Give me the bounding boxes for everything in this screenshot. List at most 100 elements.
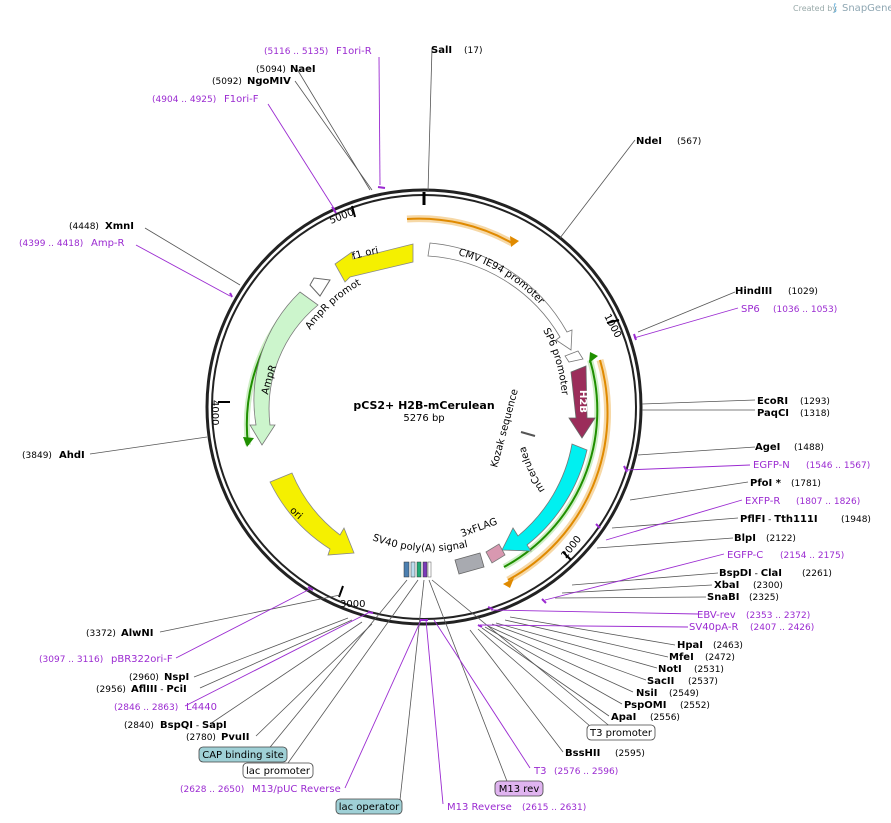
cap-binding-site-box[interactable]: [198, 746, 288, 763]
enzyme-ngomiv[interactable]: NgoMIV: [247, 76, 291, 87]
enzyme-hindiii-pos: (1029): [788, 287, 818, 297]
enzyme-agei[interactable]: AgeI: [755, 442, 780, 453]
enzyme-bspqi-group: BspQI - SapI: [160, 720, 227, 731]
sp6-promoter-arrow[interactable]: [564, 350, 584, 363]
enzyme-snabi[interactable]: SnaBI: [707, 592, 739, 603]
enzyme-alwni[interactable]: AlwNI: [121, 628, 154, 639]
m13-rev-label: M13 rev: [499, 784, 540, 795]
primer-f1ori-f-pos: (4904 .. 4925): [152, 95, 216, 105]
ampr-arrow[interactable]: [249, 291, 319, 446]
enzyme-sali[interactable]: SalI: [431, 45, 452, 56]
plasmid-length: 5276 bp: [403, 413, 444, 424]
enzyme-pspomi[interactable]: PspOMI: [624, 700, 666, 711]
lac-promoter-marker[interactable]: [416, 561, 422, 578]
enzyme-noti[interactable]: NotI: [658, 664, 682, 675]
enzyme-pvuii-pos: (2780): [186, 733, 216, 743]
primer-t3-pos: (2576 .. 2596): [554, 767, 618, 777]
mcerulean-arrow[interactable]: [501, 443, 588, 552]
primer-l4440[interactable]: L4440: [186, 702, 217, 713]
enzyme-naei[interactable]: NaeI: [290, 64, 316, 75]
primer-m13-reverse[interactable]: M13 Reverse: [447, 802, 512, 813]
cap-site-marker[interactable]: [410, 561, 416, 578]
primer-sv40pa-r[interactable]: SV40pA-R: [689, 622, 738, 633]
primer-t3[interactable]: T3: [533, 766, 546, 777]
kozak-sequence-mark[interactable]: [520, 431, 536, 437]
enzyme-sali-pos: (17): [464, 46, 482, 56]
enzyme-sacii[interactable]: SacII: [647, 676, 674, 687]
enzyme-xbai[interactable]: XbaI: [714, 580, 739, 591]
sv40-polya-box[interactable]: [454, 552, 485, 575]
created-by-text: Created by: [793, 4, 837, 13]
primer-f1ori-r[interactable]: F1ori-R: [336, 46, 372, 57]
primer-amp-r[interactable]: Amp-R: [91, 238, 125, 249]
lac-operator-marker[interactable]: [422, 561, 428, 578]
enzyme-tth111i[interactable]: Tth111I: [774, 514, 817, 525]
enzyme-sacii-pos: (2537): [688, 677, 718, 687]
primer-egfp-n-pos: (1546 .. 1567): [806, 461, 870, 471]
brand-text: SnapGene: [842, 3, 891, 14]
enzyme-pcii[interactable]: PciI: [166, 684, 186, 695]
enzyme-hindiii[interactable]: HindIII: [735, 286, 772, 297]
enzyme-mfei[interactable]: MfeI: [669, 652, 694, 663]
m13-rev-box[interactable]: [494, 780, 544, 797]
ori-arrow[interactable]: [269, 472, 355, 556]
3xflag-marker[interactable]: [485, 543, 506, 564]
primer-m13puc[interactable]: M13/pUC Reverse: [252, 784, 341, 795]
enzyme-pvuii[interactable]: PvuII: [221, 732, 249, 743]
primer-f1ori-f[interactable]: F1ori-F: [224, 94, 259, 105]
enzyme-bsshii[interactable]: BssHII: [565, 748, 600, 759]
enzyme-pspomi-pos: (2552): [680, 701, 710, 711]
enzyme-pfoi[interactable]: PfoI *: [750, 478, 782, 489]
enzyme-sapi[interactable]: SapI: [202, 720, 227, 731]
primer-pbr322[interactable]: pBR322ori-F: [111, 654, 173, 665]
primer-ebv-rev[interactable]: EBV-rev: [697, 610, 736, 621]
primer-egfp-c[interactable]: EGFP-C: [727, 550, 763, 561]
ampr-promoter-arrow[interactable]: [309, 277, 331, 297]
tick-2000: [562, 551, 572, 561]
lac-operator-box[interactable]: [335, 798, 403, 815]
enzyme-agei-pos: (1488): [794, 443, 824, 453]
enzyme-bspdi[interactable]: BspDI: [719, 568, 752, 579]
enzyme-nsii[interactable]: NsiI: [636, 688, 657, 699]
sv40-polya-label: SV40 poly(A) signal: [371, 533, 469, 555]
primer-sp6[interactable]: SP6: [741, 304, 760, 315]
credit: Created by ⟆ SnapGene: [793, 3, 891, 14]
enzyme-blpi[interactable]: BlpI: [734, 533, 756, 544]
enzyme-afliii[interactable]: AflIII: [131, 684, 157, 695]
enzyme-afliii-group: AflIII - PciI: [131, 684, 187, 695]
primer-exfp-r[interactable]: EXFP-R: [745, 496, 780, 507]
enzyme-clai[interactable]: ClaI: [761, 568, 782, 579]
enzyme-xmni[interactable]: XmnI: [105, 221, 134, 232]
t3-promoter-box[interactable]: [586, 724, 656, 741]
enzyme-ndei[interactable]: NdeI: [636, 136, 662, 147]
lac-promoter-label: lac promoter: [246, 766, 311, 777]
m13-marker[interactable]: [427, 561, 432, 578]
enzyme-ecori[interactable]: EcoRI: [757, 396, 788, 407]
enzyme-bspqi[interactable]: BspQI: [160, 720, 193, 731]
enzyme-nspi-pos: (2960): [129, 673, 159, 683]
f1-ori-arrow[interactable]: [334, 243, 414, 283]
lac-promoter-box[interactable]: [242, 762, 314, 779]
t3-promoter-marker[interactable]: [403, 561, 410, 578]
enzyme-nspi[interactable]: NspI: [164, 672, 189, 683]
enzyme-bspdi-pos: (2261): [802, 569, 832, 579]
3xflag-label: 3xFLAG: [459, 516, 499, 539]
orf-top-arrowhead: [510, 236, 519, 247]
primer-egfp-n[interactable]: EGFP-N: [753, 460, 790, 471]
enzyme-pflfi[interactable]: PflFI: [740, 514, 765, 525]
enzyme-apai[interactable]: ApaI: [611, 712, 636, 723]
tick-1000: [606, 319, 620, 324]
enzyme-hpai[interactable]: HpaI: [677, 640, 703, 651]
h2b-arrow[interactable]: [568, 365, 596, 439]
primer-m13-reverse-pos: (2615 .. 2631): [522, 803, 586, 813]
orf-green-right: [503, 359, 599, 568]
enzyme-ahdi[interactable]: AhdI: [59, 450, 85, 461]
enzyme-xbai-pos: (2300): [753, 581, 783, 591]
enzyme-paqci[interactable]: PaqCI: [757, 408, 789, 419]
enzyme-naei-pos: (5094): [256, 65, 286, 75]
primer-l4440-pos: (2846 .. 2863): [114, 703, 178, 713]
cmv-promoter-arrow[interactable]: [427, 242, 573, 351]
primer-marks: [229, 186, 637, 628]
enzyme-afliii-pos: (2956): [96, 685, 126, 695]
